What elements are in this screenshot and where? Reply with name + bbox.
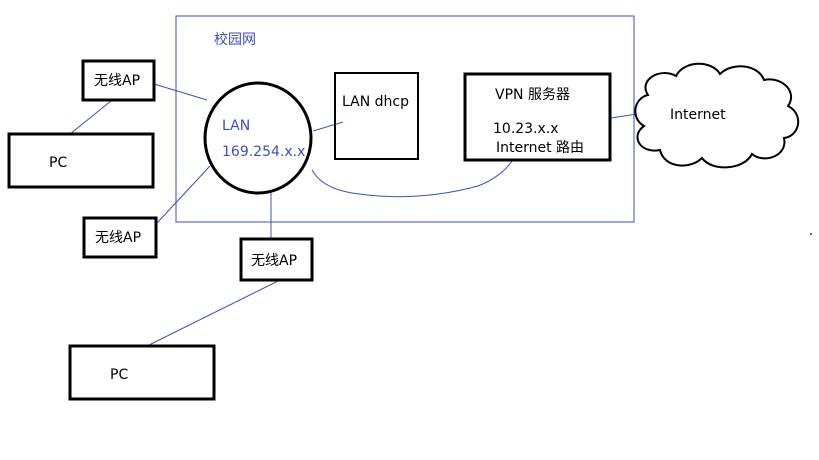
- dhcp-server-box: [334, 72, 419, 160]
- lan-switch-ellipse: [203, 81, 313, 195]
- pc-box-2: [68, 344, 216, 401]
- link-ap1-pc1: [69, 100, 112, 135]
- wireless-ap-box-1: [81, 59, 156, 102]
- link-ap3-pc2: [142, 279, 281, 349]
- connection-lines: [69, 83, 644, 349]
- stray-dot: [810, 233, 812, 235]
- vpn-server-title: VPN 服务器: [495, 87, 570, 103]
- pc-label-2: PC: [110, 367, 129, 383]
- link-lan-vpn: [311, 160, 513, 198]
- wireless-ap-label-2: 无线AP: [95, 230, 142, 246]
- lan-subnet-label: 169.254.x.x: [222, 144, 306, 160]
- wireless-ap-box-3: [239, 237, 314, 282]
- link-lan-dhcp: [312, 121, 344, 132]
- dhcp-server-label: LAN dhcp: [342, 94, 409, 110]
- wireless-ap-label-1: 无线AP: [94, 73, 141, 89]
- pc-label-1: PC: [49, 155, 68, 171]
- vpn-internet-router-label: Internet 路由: [496, 140, 585, 156]
- vpn-server-box: [463, 72, 612, 162]
- vpn-server-ip: 10.23.x.x: [493, 121, 559, 137]
- lan-name-label: LAN: [222, 118, 251, 134]
- wireless-ap-label-3: 无线AP: [251, 253, 298, 269]
- pc-box-1: [7, 132, 155, 189]
- link-ap2-lan: [156, 165, 211, 224]
- campus-network-title: 校园网: [214, 32, 256, 48]
- internet-cloud-shape: [634, 62, 799, 169]
- internet-label: Internet: [670, 107, 726, 123]
- wireless-ap-box-2: [82, 216, 158, 259]
- campus-network-boundary: [175, 15, 635, 223]
- link-ap1-lan: [153, 83, 208, 101]
